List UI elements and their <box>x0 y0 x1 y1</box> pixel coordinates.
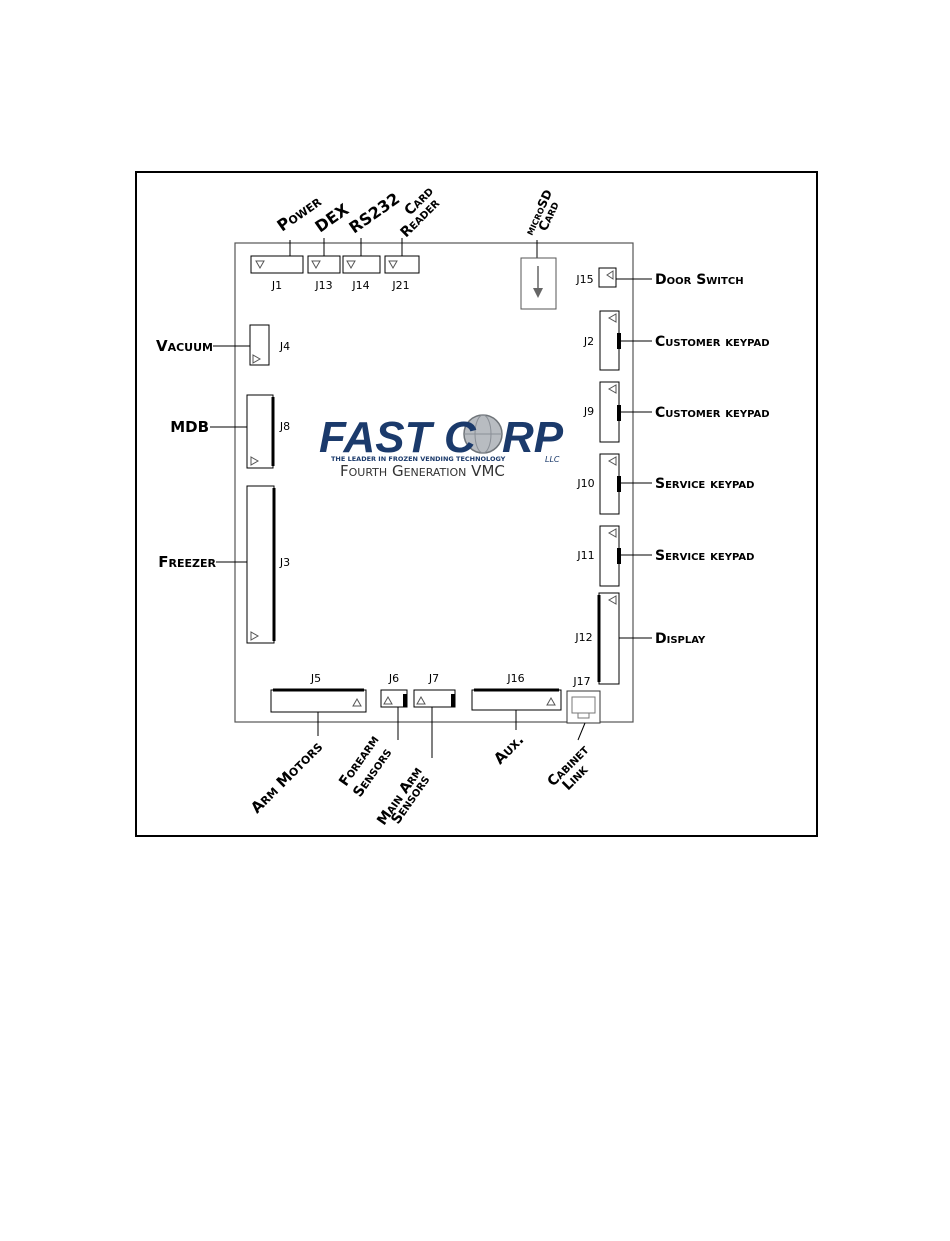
rj45-jack-icon <box>566 690 601 724</box>
logo-subtitle: Fourth Generation VMC <box>340 462 505 480</box>
pin1-triangle-icon <box>383 695 393 705</box>
connector-label-j17: J17 <box>572 675 590 688</box>
connector-j21: J21 <box>384 255 420 292</box>
connector-label-j8: J8 <box>279 420 290 433</box>
pin1-triangle-icon <box>250 456 260 466</box>
pin1-triangle-icon <box>255 260 265 270</box>
connector-label-j16: J16 <box>506 672 524 685</box>
connector-j2: J2 <box>583 310 621 371</box>
logo-tagline: THE LEADER IN FROZEN VENDING TECHNOLOGY <box>331 455 506 463</box>
connector-j15: J15 <box>575 267 617 288</box>
connector-j12: J12 <box>574 592 620 685</box>
pin1-triangle-icon <box>607 384 617 394</box>
connector-j8: J8 <box>246 394 290 469</box>
connector-j17: J17 <box>566 675 601 724</box>
label-rs232: RS232 <box>345 189 403 237</box>
pin1-triangle-icon <box>311 260 321 270</box>
connector-j5: J5 <box>270 672 367 713</box>
connector-label-j5: J5 <box>310 672 321 685</box>
pin1-triangle-icon <box>250 631 260 641</box>
sd-card-arrow-icon <box>533 266 543 298</box>
pin1-triangle-icon <box>607 595 617 605</box>
pin1-triangle-icon <box>546 696 556 706</box>
connector-j11: J11 <box>576 525 621 587</box>
label-display: Display <box>655 631 706 647</box>
label-service-keypad-1: Service keypad <box>655 476 754 492</box>
pin1-triangle-icon <box>607 456 617 466</box>
logo-suffix: LLC <box>545 455 560 464</box>
pin1-triangle-icon <box>346 260 356 270</box>
connector-label-j7: J7 <box>428 672 439 685</box>
fastcorp-logo: FAST C RP LLC THE LEADER IN FROZEN VENDI… <box>319 413 564 480</box>
logo-brand-right: RP <box>502 413 564 462</box>
label-customer-keypad-2: Customer keypad <box>655 405 770 421</box>
connector-j7: J7 <box>413 672 456 708</box>
logo-brand-left: FAST <box>319 413 435 462</box>
connector-j3: J3 <box>246 485 290 644</box>
connector-label-j21: J21 <box>391 279 409 292</box>
connector-label-j3: J3 <box>279 556 290 569</box>
globe-icon <box>463 414 503 454</box>
microsd-slot <box>520 257 557 310</box>
label-door-switch: Door Switch <box>655 272 744 288</box>
connector-label-j10: J10 <box>576 477 594 490</box>
label-aux: Aux. <box>490 731 527 768</box>
connector-j10: J10 <box>576 453 621 515</box>
pin1-triangle-icon <box>388 260 398 270</box>
connector-j6: J6 <box>380 672 408 708</box>
connector-label-j15: J15 <box>575 273 593 286</box>
outer-frame <box>135 171 818 837</box>
connector-label-j1: J1 <box>271 279 282 292</box>
pin1-triangle-icon <box>352 697 362 707</box>
connector-j16: J16 <box>471 672 562 711</box>
pin1-triangle-icon <box>606 270 614 280</box>
pin1-triangle-icon <box>416 695 426 705</box>
label-mdb: MDB <box>170 418 209 436</box>
connector-j1: J1 <box>250 255 304 292</box>
connector-j14: J14 <box>342 255 381 292</box>
pin1-triangle-icon <box>607 313 617 323</box>
connector-j13: J13 <box>307 255 341 292</box>
connector-j9: J9 <box>583 381 621 443</box>
pin1-triangle-icon <box>607 528 617 538</box>
logo-brand-c: C <box>444 413 477 462</box>
label-freezer: Freezer <box>158 553 216 571</box>
top-leader-lines <box>289 238 538 258</box>
label-vacuum: Vacuum <box>156 337 213 355</box>
connector-label-j12: J12 <box>574 631 592 644</box>
pin1-triangle-icon <box>252 354 262 364</box>
connector-label-j13: J13 <box>314 279 332 292</box>
connector-label-j14: J14 <box>351 279 369 292</box>
label-arm-motors: Arm Motors <box>247 738 326 817</box>
connector-label-j9: J9 <box>583 405 594 418</box>
label-service-keypad-2: Service keypad <box>655 548 754 564</box>
label-customer-keypad-1: Customer keypad <box>655 334 770 350</box>
connector-label-j11: J11 <box>576 549 594 562</box>
connector-label-j2: J2 <box>583 335 594 348</box>
connector-label-j6: J6 <box>388 672 399 685</box>
connector-label-j4: J4 <box>279 340 290 353</box>
connector-j4: J4 <box>249 324 290 366</box>
board-outline <box>234 242 634 723</box>
bottom-leader-lines <box>317 707 586 758</box>
